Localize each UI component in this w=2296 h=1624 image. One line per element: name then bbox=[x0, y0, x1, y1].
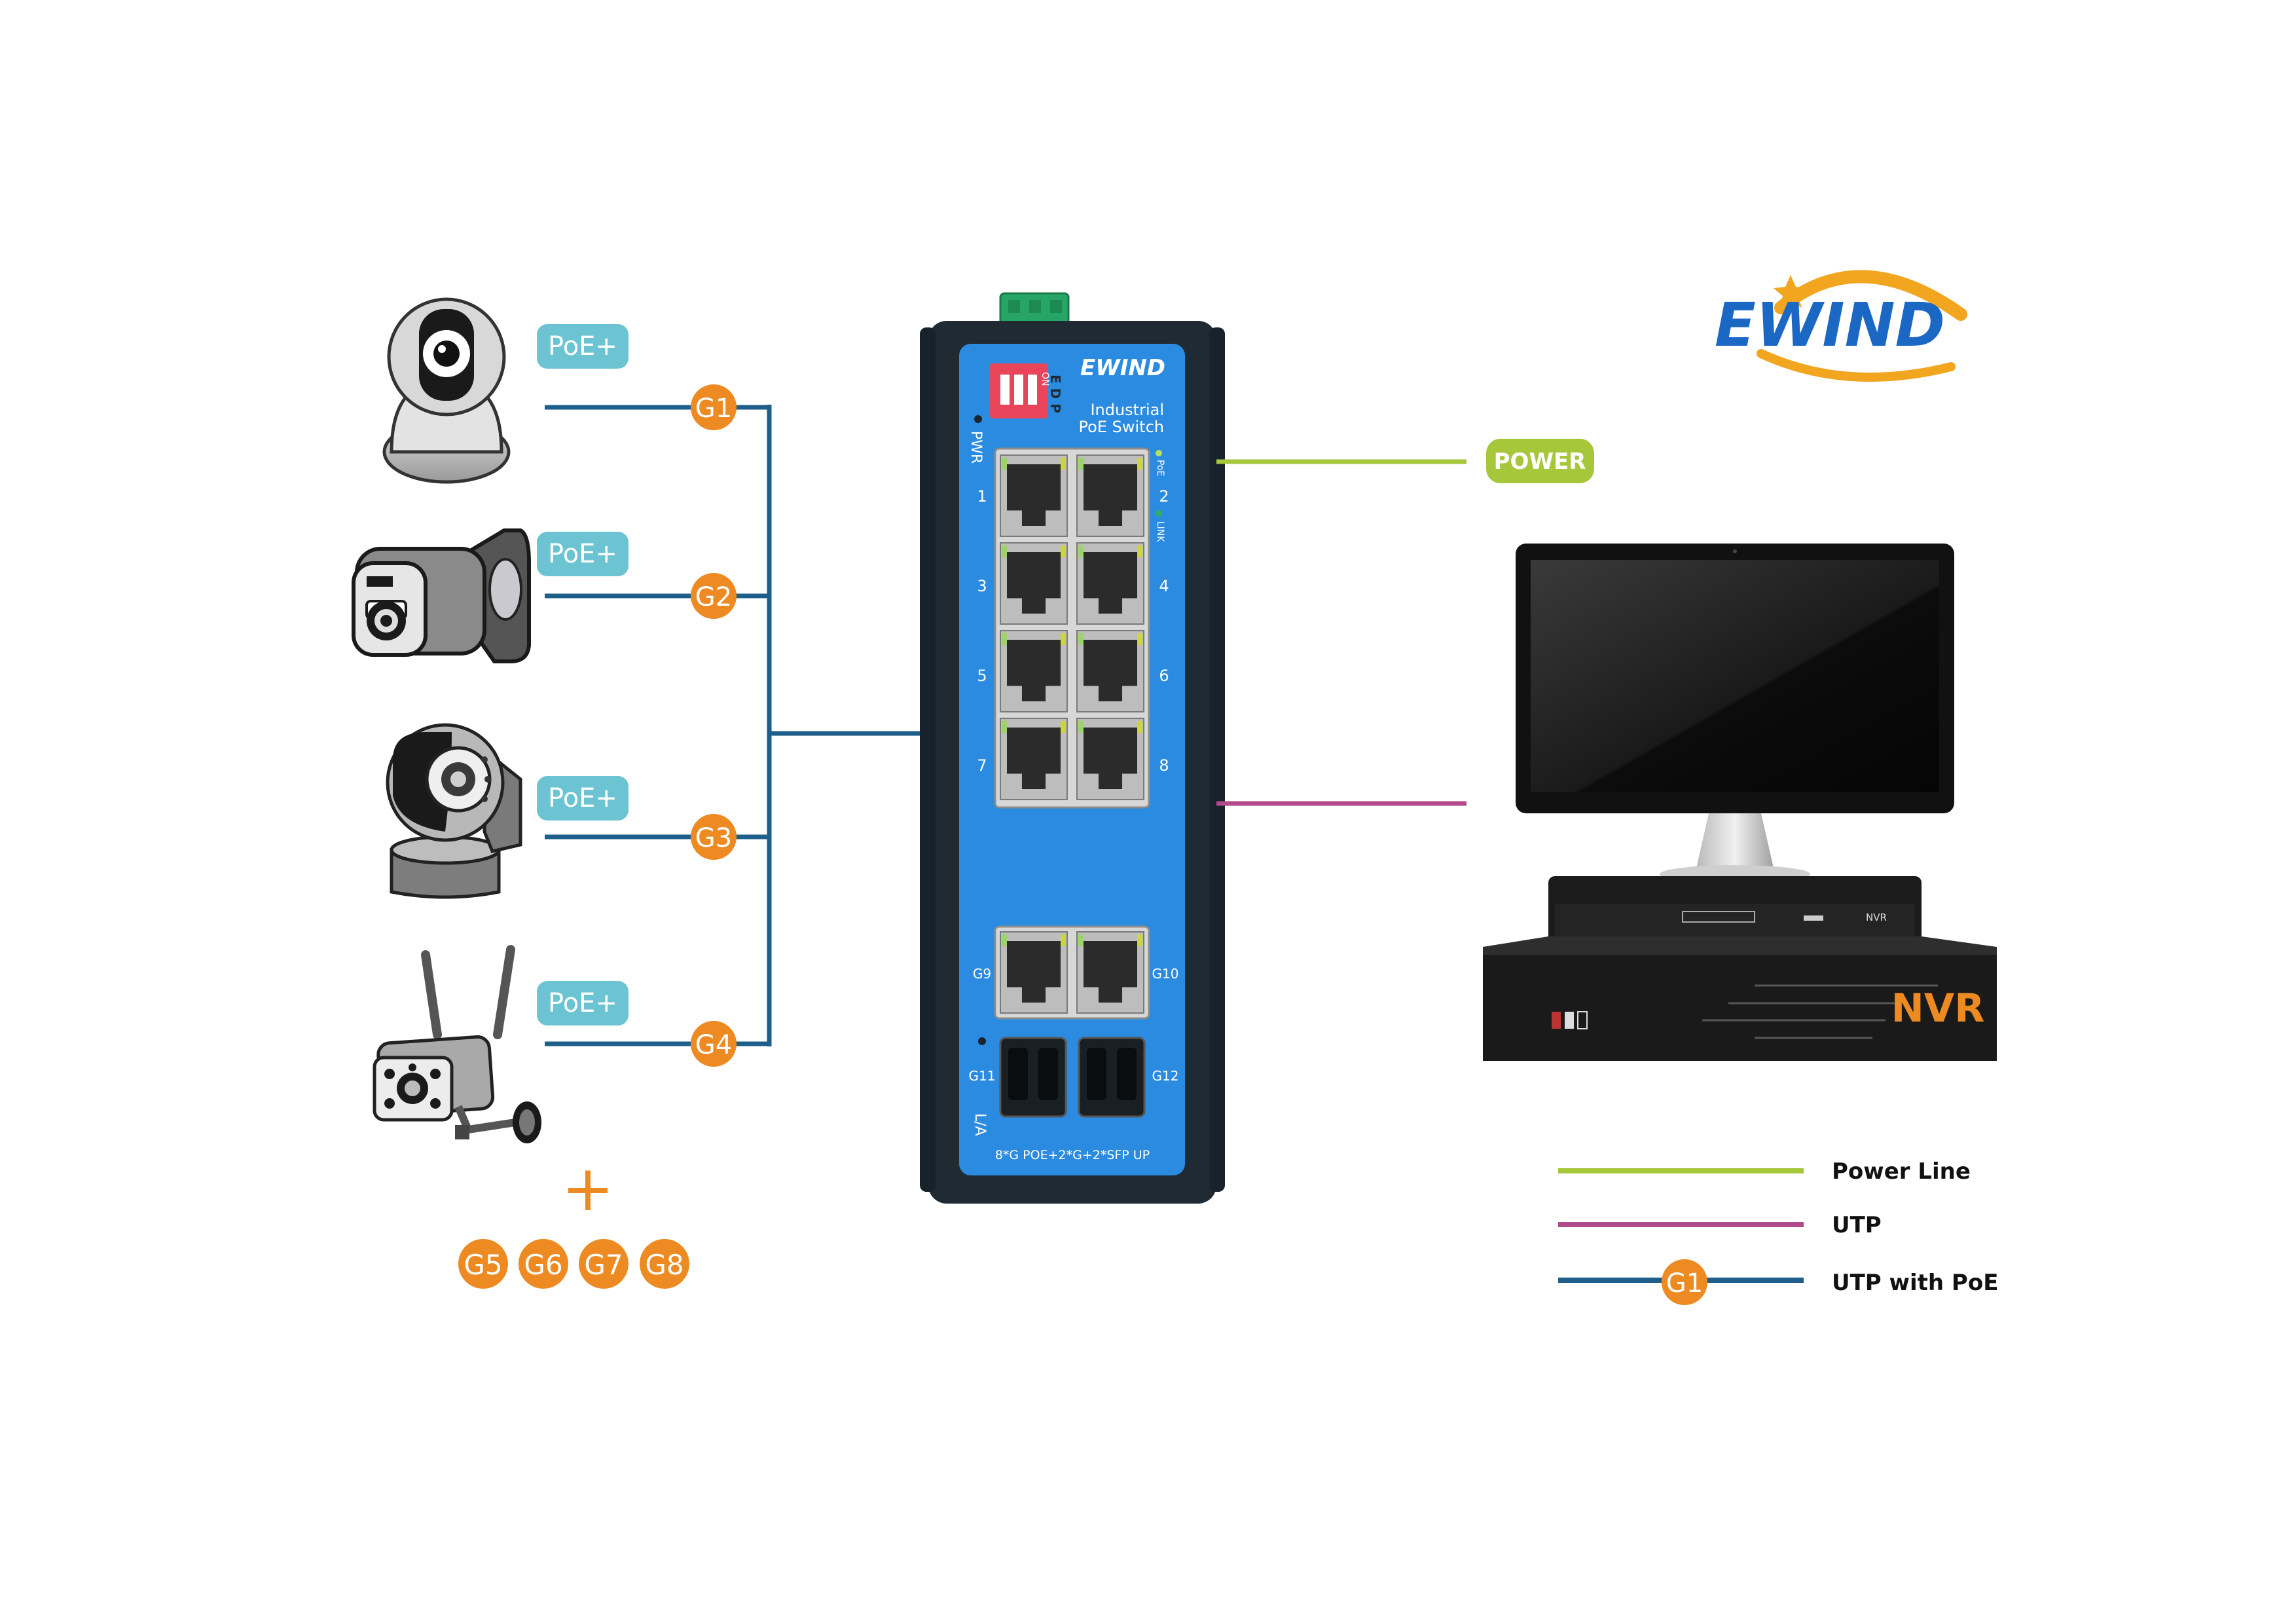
rj45-port bbox=[1076, 454, 1144, 537]
dip-function-label: E D P bbox=[1048, 375, 1063, 413]
rj45-port bbox=[1000, 718, 1068, 800]
port-badge-label: G7 bbox=[584, 1249, 623, 1281]
dip-on-label: ON bbox=[1040, 372, 1050, 386]
nvr-front-label: NVR bbox=[1866, 912, 1887, 923]
port-badge-label: G2 bbox=[695, 582, 732, 612]
power-tag-label: POWER bbox=[1494, 449, 1586, 475]
rj45-ports bbox=[1000, 454, 1144, 800]
ptz-camera-icon bbox=[386, 723, 522, 899]
port-number: 6 bbox=[1159, 667, 1169, 685]
poe-tag-label: PoE+ bbox=[548, 783, 617, 813]
legend-badge: G1 bbox=[1666, 1268, 1703, 1299]
uplink-right-label: G10 bbox=[1152, 966, 1179, 982]
legend-label: Power Line bbox=[1832, 1158, 1971, 1185]
legend-item-utp-with-poe: G1 UTP with PoE bbox=[1558, 1259, 1998, 1305]
port-badge-g7: G7 bbox=[579, 1239, 629, 1289]
rj45-port bbox=[1076, 718, 1144, 800]
legend-item-power-line: Power Line bbox=[1558, 1158, 1971, 1185]
switch-model: 8*G POE+2*G+2*SFP UP bbox=[995, 1148, 1150, 1162]
port-badge-g2: G2 bbox=[691, 573, 737, 619]
rj45-port bbox=[1000, 630, 1068, 712]
ewind-logo: EWIND bbox=[1715, 270, 1967, 382]
poe-tag: PoE+ bbox=[537, 532, 629, 576]
poe-led-indicator bbox=[1156, 450, 1162, 456]
rj45-port bbox=[1076, 931, 1144, 1014]
la-label: L/A bbox=[972, 1113, 988, 1136]
port-badge-g4: G4 bbox=[691, 1021, 737, 1067]
port-number: 3 bbox=[977, 577, 987, 595]
port-badge-label: G3 bbox=[695, 823, 732, 853]
port-number: 2 bbox=[1159, 487, 1169, 506]
switch-brand: EWIND bbox=[1080, 355, 1165, 381]
logo-text: EWIND bbox=[1715, 290, 1945, 360]
legend-label: UTP with PoE bbox=[1832, 1270, 1998, 1296]
link-led-label: LINK bbox=[1155, 521, 1165, 542]
sfp-right-label: G12 bbox=[1152, 1068, 1179, 1084]
power-tag: POWER bbox=[1486, 439, 1594, 483]
sfp-led bbox=[978, 1037, 986, 1045]
port-badge-label: G1 bbox=[695, 394, 732, 424]
industrial-poe-switch: ON E D P EWIND Industrial PoE Switch PWR… bbox=[920, 292, 1225, 1204]
sfp-left-label: G11 bbox=[969, 1068, 996, 1084]
port-number: 1 bbox=[977, 487, 987, 506]
rj45-port bbox=[1000, 542, 1068, 625]
port-badge-g6: G6 bbox=[519, 1239, 568, 1289]
nvr-brand-label: NVR bbox=[1891, 986, 1985, 1031]
bullet-camera-icon bbox=[352, 528, 531, 663]
rj45-port bbox=[1000, 454, 1068, 537]
port-number: 7 bbox=[977, 756, 987, 775]
poe-wiring bbox=[545, 405, 928, 1046]
poe-tag: PoE+ bbox=[537, 776, 629, 821]
rj45-port bbox=[1076, 630, 1144, 712]
port-badge-label: G8 bbox=[645, 1249, 683, 1281]
nvr-icon: NVR NVR bbox=[1483, 876, 1997, 1061]
wifi-camera-icon bbox=[373, 945, 541, 1143]
legend-label: UTP bbox=[1832, 1212, 1882, 1238]
rj45-port bbox=[1076, 542, 1144, 625]
poe-led-label: PoE bbox=[1155, 460, 1165, 476]
poe-tag-label: PoE+ bbox=[548, 539, 617, 569]
port-number: 5 bbox=[977, 667, 987, 685]
switch-title-line1: Industrial bbox=[1090, 401, 1164, 419]
port-badge-label: G5 bbox=[464, 1249, 502, 1281]
poe-tag: PoE+ bbox=[537, 981, 629, 1025]
port-badge-label: G4 bbox=[695, 1030, 732, 1060]
dome-camera-icon bbox=[382, 297, 511, 484]
port-number: 8 bbox=[1159, 756, 1169, 775]
rj45-port bbox=[1000, 931, 1068, 1014]
legend: Power Line UTP G1 UTP with PoE bbox=[1558, 1158, 1998, 1305]
port-badge-g1: G1 bbox=[691, 384, 737, 430]
uplink-left-label: G9 bbox=[973, 966, 991, 982]
extra-ports: + G5 G6 G7 G8 bbox=[458, 1152, 689, 1289]
pwr-label: PWR bbox=[968, 431, 984, 464]
legend-item-utp: UTP bbox=[1558, 1212, 1882, 1238]
port-badge-label: G6 bbox=[524, 1249, 562, 1281]
link-led-indicator bbox=[1156, 510, 1162, 517]
switch-title-line2: PoE Switch bbox=[1079, 418, 1164, 436]
uplink-ports bbox=[1000, 931, 1144, 1014]
monitor-icon bbox=[1516, 544, 1954, 883]
poe-tag-label: PoE+ bbox=[548, 331, 617, 361]
plus-sign: + bbox=[562, 1152, 614, 1225]
port-badge-g8: G8 bbox=[640, 1239, 689, 1289]
poe-tag: PoE+ bbox=[537, 324, 629, 369]
port-badge-g5: G5 bbox=[458, 1239, 508, 1289]
port-number: 4 bbox=[1159, 577, 1169, 595]
pwr-led bbox=[974, 415, 982, 423]
poe-tag-label: PoE+ bbox=[548, 988, 617, 1018]
port-badge-g3: G3 bbox=[691, 814, 737, 860]
star-icon bbox=[1774, 275, 1808, 308]
